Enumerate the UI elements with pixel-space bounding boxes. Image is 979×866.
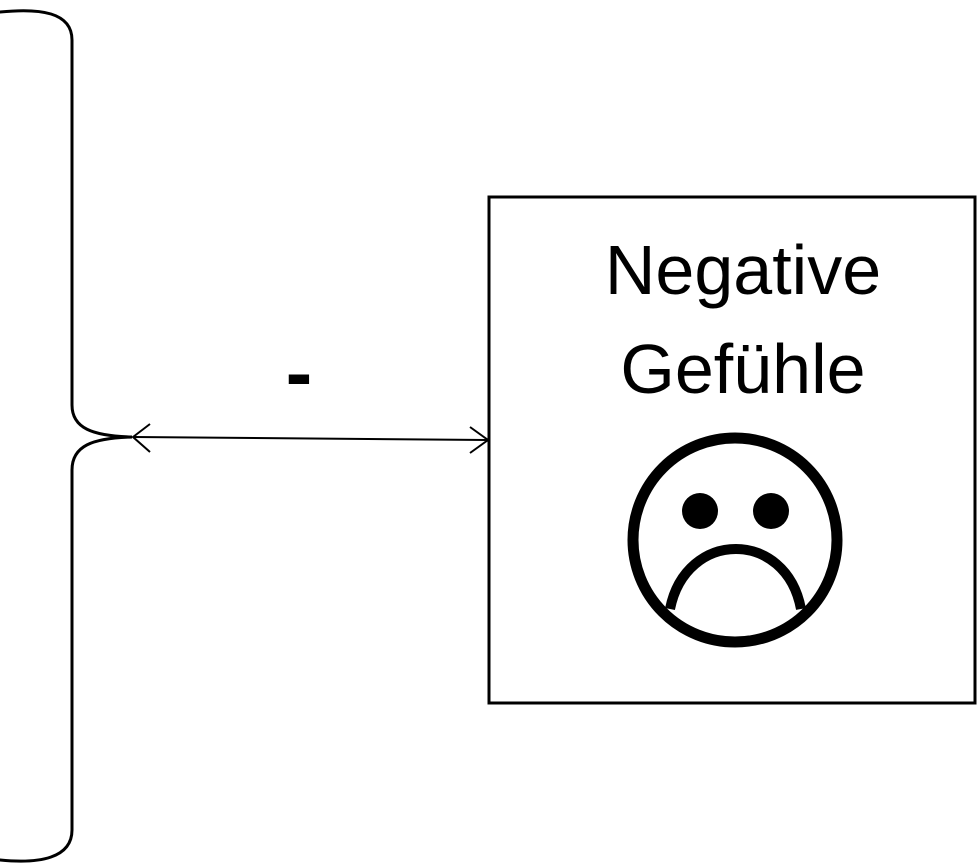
frown-mouth <box>665 544 806 611</box>
face-outline <box>627 432 843 648</box>
double-arrow <box>131 423 490 454</box>
relation-sign-label: - <box>286 328 313 417</box>
left-eye <box>682 493 718 529</box>
negative-feelings-box: Negative Gefühle <box>487 195 977 705</box>
sad-face-icon <box>627 432 843 648</box>
right-eye <box>753 493 789 529</box>
arrow-head-left <box>131 423 151 453</box>
box-label-line2: Gefühle <box>620 330 865 408</box>
box-frame <box>487 195 977 705</box>
box-label-line1: Negative <box>605 231 881 309</box>
arrow-shaft <box>133 436 488 441</box>
curly-brace <box>0 9 133 863</box>
